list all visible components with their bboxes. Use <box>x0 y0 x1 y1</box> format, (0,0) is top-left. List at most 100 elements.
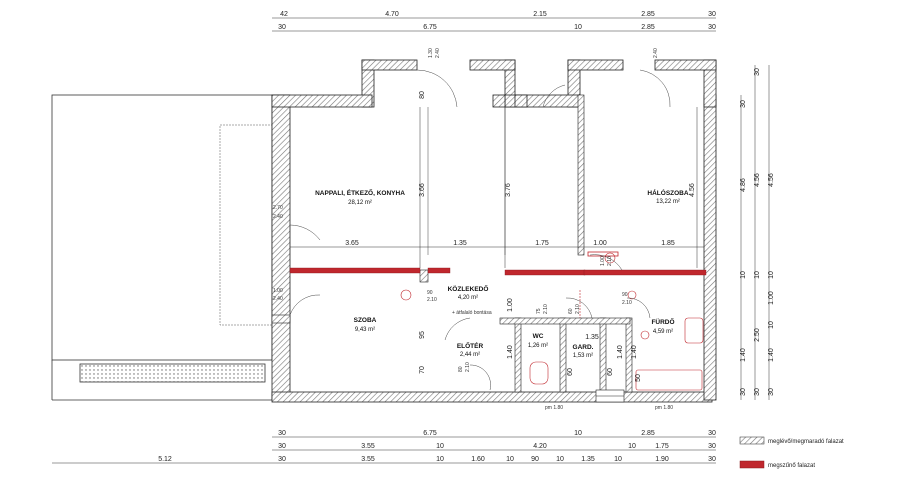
dim-bot2-e: 10 <box>628 443 636 450</box>
dim-right3-d: 10 <box>768 321 775 329</box>
dim-bot2-a: 30 <box>278 443 286 450</box>
door-mid-labels: 90 2.10 1.00 2.10 75 2.10 60 2.10 90 2.1… <box>427 256 642 382</box>
dim-int-v-b: 3.76 <box>505 183 512 197</box>
dim-top2-e: 30 <box>708 24 716 31</box>
dim-int-h-b: 1.35 <box>453 240 467 247</box>
room-room-name: SZOBA <box>354 317 377 324</box>
dim-bot2-b: 3.55 <box>361 443 375 450</box>
dim-right1-a: 30 <box>740 100 747 108</box>
bottom-dim-chain-1: 30 6.75 10 2.85 30 <box>272 430 716 438</box>
dim-bot1-c: 10 <box>574 430 582 437</box>
door-swings <box>289 69 671 391</box>
fixtures <box>400 252 704 391</box>
dim-right1-b: 4.86 <box>740 178 747 192</box>
dim-int-v-c: 4.56 <box>689 183 696 197</box>
door-mid-1: 2.10 <box>427 297 437 303</box>
dim-bot2-c: 10 <box>436 443 444 450</box>
dim-right1-e: 30 <box>740 388 747 396</box>
door-mid-7: 2.10 <box>575 304 581 314</box>
dim-int-h-e: 1.85 <box>661 240 675 247</box>
legend-swatch-existing <box>739 436 765 445</box>
room-bath-area: 4,59 m² <box>653 329 673 335</box>
room-bedroom-area: 13,22 m² <box>656 199 680 205</box>
door-mid-8: 90 <box>622 292 628 298</box>
interior-walls <box>271 94 633 393</box>
planter <box>79 363 266 383</box>
dim-right3-b: 10 <box>768 271 775 279</box>
dim-right2-d: 2.50 <box>754 328 761 342</box>
bottom-dim-chain-3: 5.12 30 3.55 10 1.60 10 90 10 1.35 10 1.… <box>52 456 716 464</box>
dim-right2-a: 30 <box>754 68 761 76</box>
dim-top2-b: 6.75 <box>423 24 437 31</box>
demolished-walls <box>289 251 707 276</box>
dim-top1-b: 4.70 <box>385 11 399 18</box>
right-dim-chain-3: 4.56 10 1.00 10 1.40 30 <box>768 65 775 400</box>
door-mid-13: 1.40 <box>507 345 514 359</box>
door-left-d: 2.40 <box>273 296 283 302</box>
door-mid-10: 80 <box>458 366 464 372</box>
door-mid-4: 75 <box>536 308 542 314</box>
door-left-b: 2.40 <box>273 214 283 220</box>
interior-dim-lines <box>290 107 704 268</box>
dim-bot3-6: 90 <box>531 456 539 463</box>
door-mid-0: 90 <box>427 290 433 296</box>
right-dim-chain-1: 30 4.86 10 1.40 30 <box>740 95 747 400</box>
dim-bot3-1: 30 <box>278 456 286 463</box>
dim-right1-c: 10 <box>740 271 747 279</box>
door-top-b: 2.40 <box>435 48 441 58</box>
dim-int-v-f: 70 <box>419 366 426 374</box>
door-mid-16: 1.40 <box>617 345 624 359</box>
dim-right1-d: 1.40 <box>740 348 747 362</box>
door-mid-18: 1.40 <box>631 345 638 359</box>
room-corridor-area: 4,20 m² <box>458 295 478 301</box>
room-hall-name: ELŐTÉR <box>457 341 484 350</box>
dim-int-v-a: 3.66 <box>419 183 426 197</box>
dim-bot3-0: 5.12 <box>158 456 172 463</box>
room-living-area: 28,12 m² <box>348 200 372 206</box>
dim-bot3-11: 30 <box>708 456 716 463</box>
dim-bot1-d: 2.85 <box>641 430 655 437</box>
dim-int-v-e: 95 <box>419 331 426 339</box>
dim-top2-c: 10 <box>574 24 582 31</box>
dim-bot2-f: 1.75 <box>655 443 669 450</box>
demolition-note: + átfalaló bontása <box>452 310 492 316</box>
room-living-name: NAPPALI, ÉTKEZŐ, KONYHA <box>315 188 405 197</box>
door-mid-5: 2.10 <box>543 304 549 314</box>
room-bedroom-name: HÁLÓSZOBA <box>647 188 688 197</box>
door-mid-14: 1.35 <box>585 334 599 341</box>
room-corridor-name: KÖZLEKEDŐ <box>448 284 489 293</box>
dim-bot3-4: 1.60 <box>471 456 485 463</box>
room-room-area: 9,43 m² <box>355 327 375 333</box>
right-dim-chain-2: 30 4.56 10 2.50 30 <box>754 65 761 400</box>
legend-swatch-new <box>739 460 765 469</box>
dim-bot3-10: 1.90 <box>655 456 669 463</box>
dim-bot3-2: 3.55 <box>361 456 375 463</box>
top-dim-chain-2: 30 6.75 10 2.85 30 <box>272 24 716 32</box>
door-mid-6: 60 <box>568 308 574 314</box>
dim-int-v-d: 80 <box>419 91 426 99</box>
bottom-dim-chain-2: 30 3.55 10 4.20 10 1.75 30 <box>272 443 716 451</box>
dim-right3-c: 1.00 <box>768 291 775 305</box>
dim-bot1-e: 30 <box>708 430 716 437</box>
top-dim-chain-1: 42 4.70 2.15 2.85 30 <box>272 11 716 19</box>
pm-note-right: pm 1.80 <box>655 405 673 411</box>
dim-right3-a: 4.56 <box>768 173 775 187</box>
door-mid-9: 2.10 <box>622 300 632 306</box>
exterior-walls <box>271 59 717 403</box>
door-left-a: 2.70 <box>273 205 283 211</box>
terrace-inner-outline <box>219 124 273 326</box>
dim-int-h-a: 3.65 <box>345 240 359 247</box>
dim-top1-c: 2.15 <box>533 11 547 18</box>
dim-bot3-7: 10 <box>556 456 564 463</box>
door-mid-15: 60 <box>567 368 574 376</box>
legend-existing-label: meglévő/megmaradó falazat <box>768 439 844 445</box>
door-left-c: 1.00 <box>273 288 283 294</box>
door-top-c: 2.40 <box>653 48 659 58</box>
dim-right2-e: 30 <box>754 388 761 396</box>
dim-top2-d: 2.85 <box>641 24 655 31</box>
dim-bot3-5: 10 <box>506 456 514 463</box>
dim-right3-e: 1.40 <box>768 348 775 362</box>
pm-note-left: pm 1.80 <box>545 405 563 411</box>
terrace-outline <box>51 94 273 361</box>
